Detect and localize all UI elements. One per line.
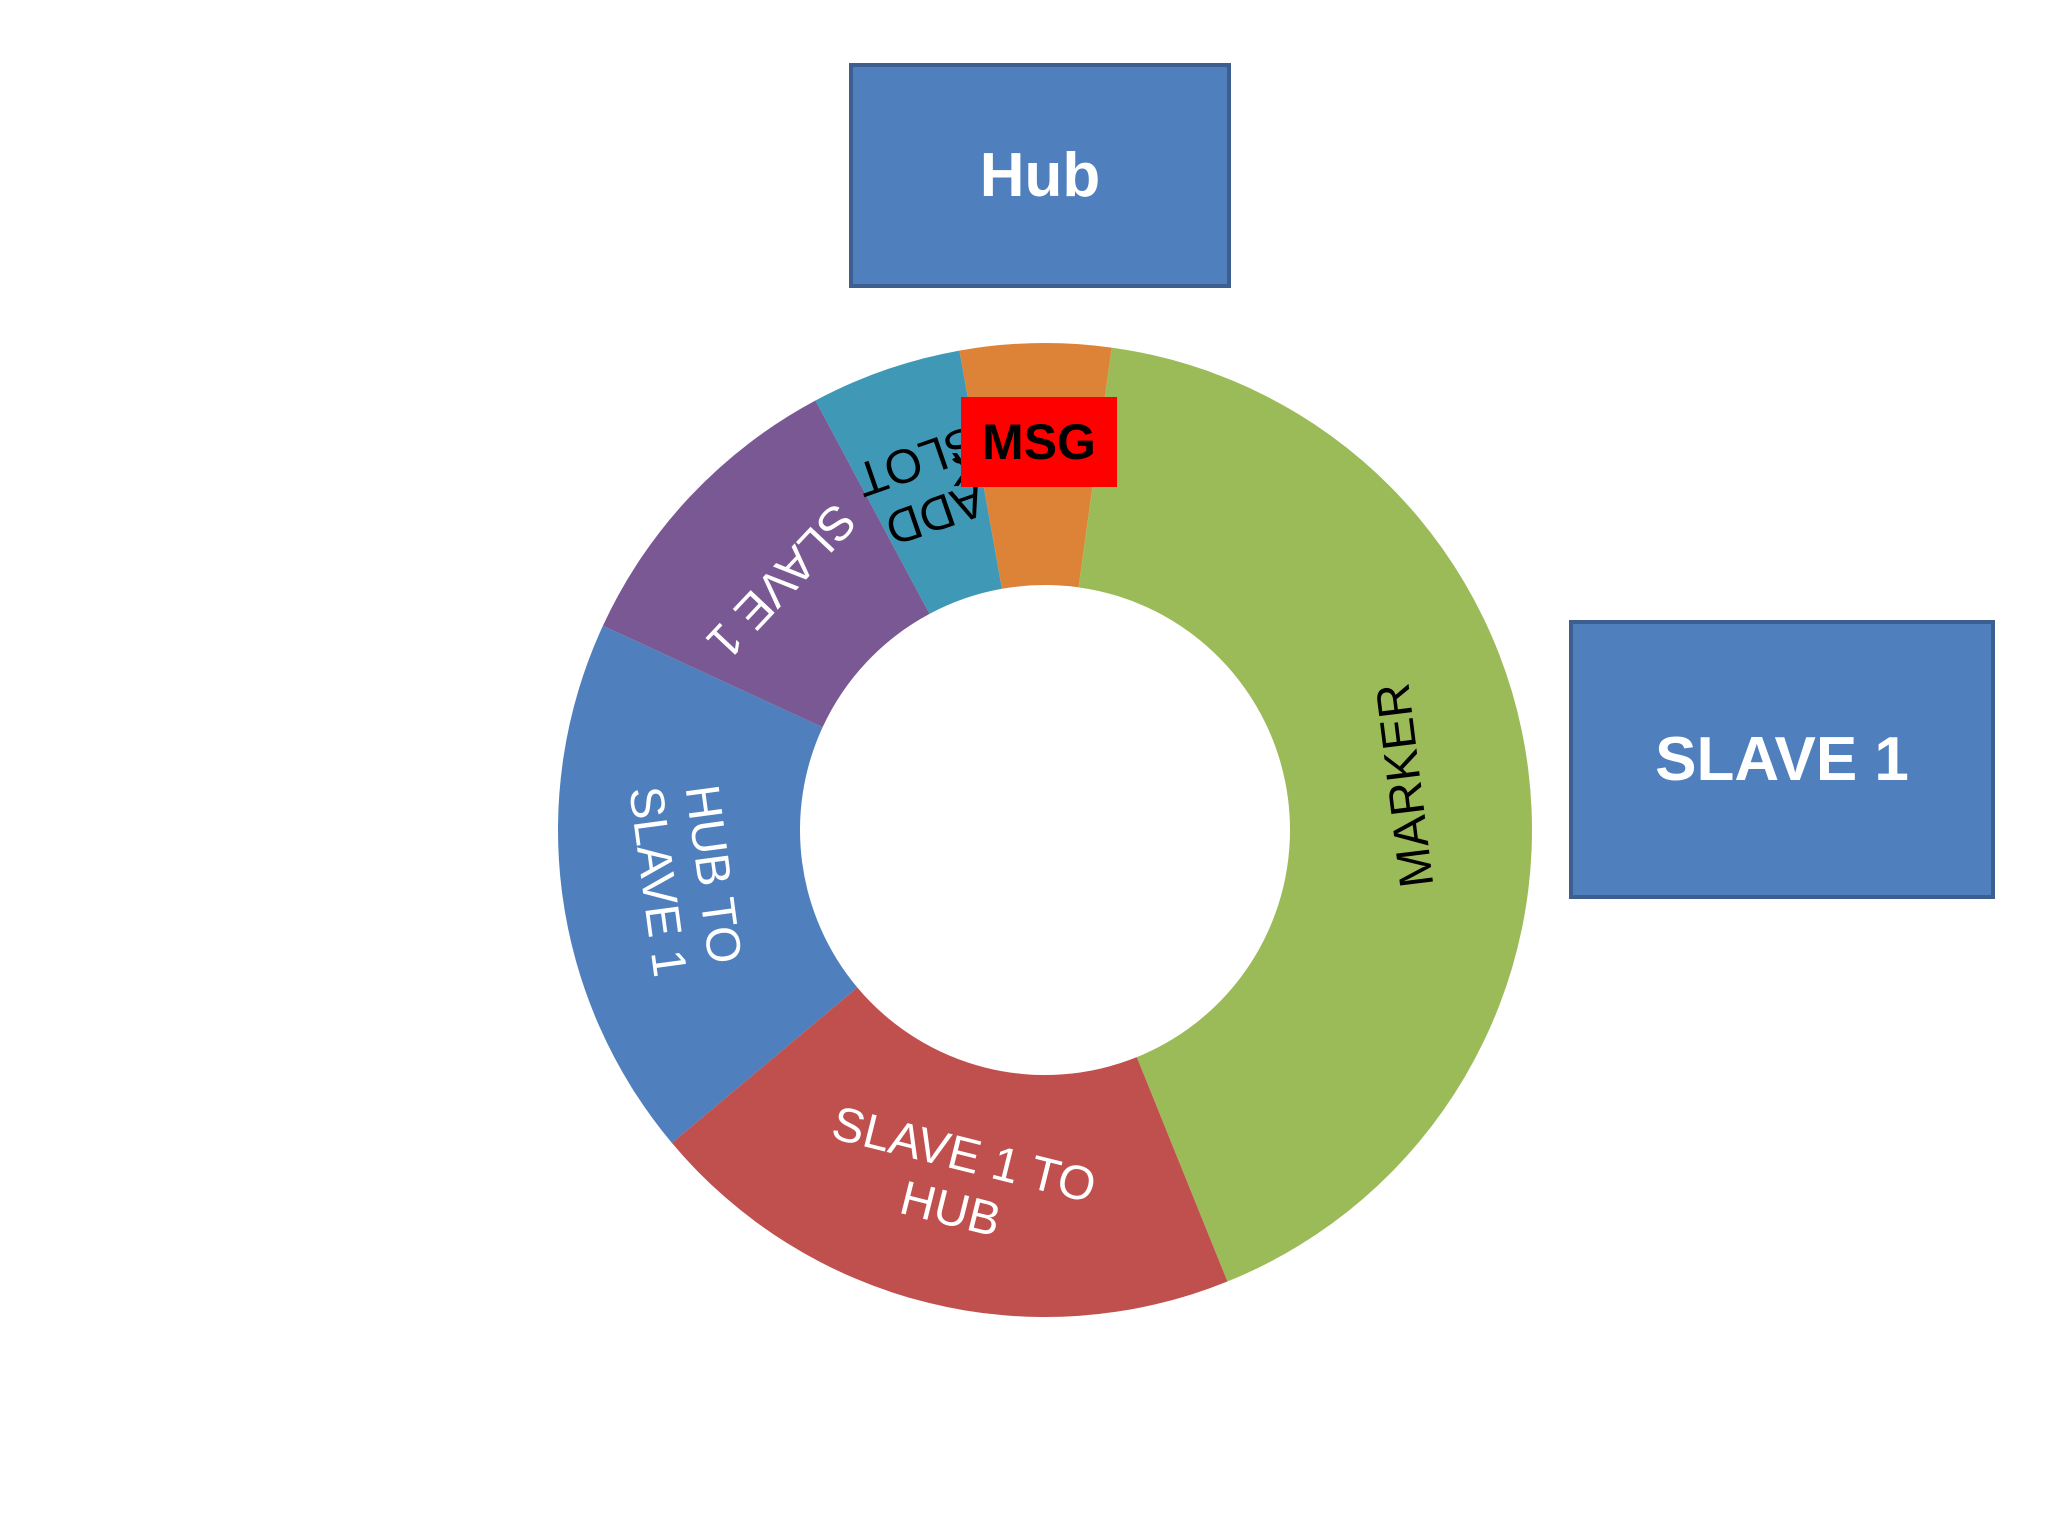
ring-segment-slave-to-hub bbox=[671, 987, 1228, 1317]
slave-box: SLAVE 1 bbox=[1569, 620, 1995, 899]
ring-segment-add-slot bbox=[815, 350, 1002, 614]
ring-segment-slave-1 bbox=[602, 400, 930, 728]
msg-label: MSG bbox=[982, 414, 1096, 470]
ring-segment-hub-to-slave bbox=[558, 625, 858, 1144]
hub-box: Hub bbox=[849, 63, 1231, 288]
slave-label: SLAVE 1 bbox=[1655, 725, 1909, 794]
ring-segment-marker bbox=[1078, 347, 1533, 1282]
msg-tag: MSG bbox=[961, 397, 1117, 487]
hub-label: Hub bbox=[979, 141, 1101, 210]
